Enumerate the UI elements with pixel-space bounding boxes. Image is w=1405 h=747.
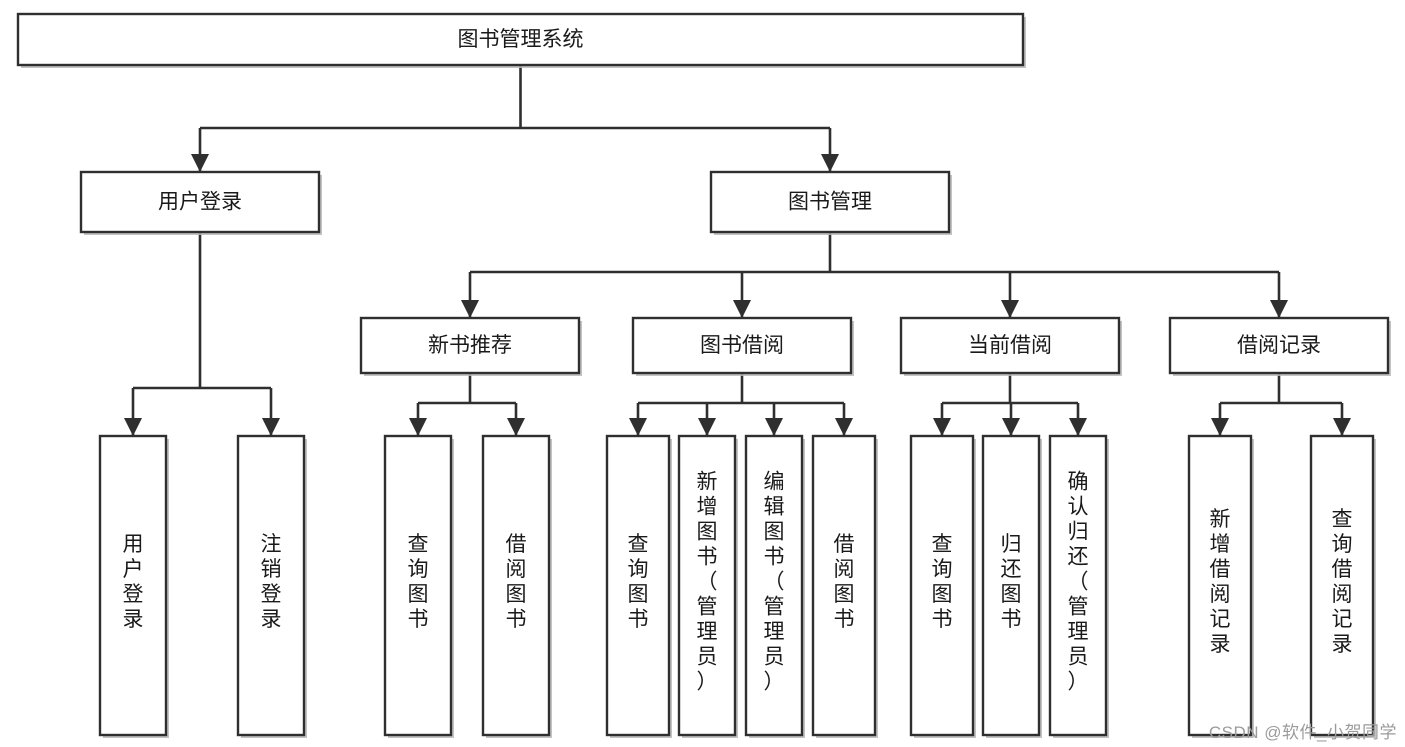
node-leaf-edit-book[interactable]: 编辑图书（管理员） <box>744 434 805 738</box>
node-leaf-query-record[interactable]: 查询借阅记录 <box>1309 434 1376 738</box>
node-leaf-user-login[interactable]: 用户登录 <box>98 434 169 738</box>
arrow-head-icon <box>262 418 280 436</box>
arrow-head-icon <box>191 154 209 172</box>
node-label: 编辑图书（管理员） <box>764 471 785 694</box>
node-label: 注销登录 <box>261 533 282 631</box>
arrow-head-icon <box>1333 418 1351 436</box>
node-label: 用户登录 <box>123 533 144 631</box>
node-book-management[interactable]: 图书管理 <box>709 170 952 235</box>
edge-group-borrow-record <box>1211 373 1351 436</box>
node-label: 查询图书 <box>932 533 953 631</box>
arrow-head-icon <box>933 418 951 436</box>
nodes-layer: 图书管理系统用户登录图书管理新书推荐图书借阅当前借阅借阅记录用户登录注销登录查询… <box>16 12 1391 738</box>
node-root[interactable]: 图书管理系统 <box>16 12 1026 68</box>
node-label: 图书借阅 <box>700 334 784 357</box>
node-label: 查询图书 <box>408 533 429 631</box>
node-label: 借阅记录 <box>1237 334 1321 357</box>
edge-group-book-management <box>461 232 1288 318</box>
node-user-login[interactable]: 用户登录 <box>79 170 322 235</box>
node-label: 借阅图书 <box>834 533 855 631</box>
node-leaf-borrow-book-2[interactable]: 借阅图书 <box>811 434 878 738</box>
edge-group-current-borrow <box>933 373 1087 436</box>
node-leaf-borrow-book-1[interactable]: 借阅图书 <box>481 434 552 738</box>
arrow-head-icon <box>507 418 525 436</box>
node-leaf-return-book[interactable]: 归还图书 <box>981 434 1042 738</box>
edge-group-new-book-recommend <box>409 373 525 436</box>
node-label: 新增借阅记录 <box>1210 508 1231 656</box>
node-label: 归还图书 <box>1001 533 1022 631</box>
arrow-head-icon <box>698 418 716 436</box>
arrow-head-icon <box>124 418 142 436</box>
node-leaf-confirm-return[interactable]: 确认归还（管理员） <box>1048 434 1109 738</box>
node-leaf-query-book-3[interactable]: 查询图书 <box>909 434 976 738</box>
node-leaf-query-book-1[interactable]: 查询图书 <box>383 434 454 738</box>
edge-group-root <box>191 65 839 172</box>
node-label: 查询图书 <box>628 533 649 631</box>
node-label: 借阅图书 <box>506 533 527 631</box>
arrow-head-icon <box>1069 418 1087 436</box>
arrow-head-icon <box>1211 418 1229 436</box>
node-current-borrow[interactable]: 当前借阅 <box>899 316 1122 376</box>
node-label: 确认归还（管理员） <box>1068 471 1089 694</box>
arrow-head-icon <box>1270 300 1288 318</box>
node-label: 查询借阅记录 <box>1332 508 1353 656</box>
node-label: 图书管理系统 <box>458 28 584 51</box>
arrow-head-icon <box>1001 300 1019 318</box>
node-leaf-add-book[interactable]: 新增图书（管理员） <box>677 434 738 738</box>
edge-group-book-borrow <box>629 373 853 436</box>
node-label: 当前借阅 <box>968 334 1052 357</box>
node-book-borrow[interactable]: 图书借阅 <box>631 316 854 376</box>
node-label: 图书管理 <box>788 191 872 214</box>
node-borrow-record[interactable]: 借阅记录 <box>1168 316 1391 376</box>
arrow-head-icon <box>835 418 853 436</box>
arrow-head-icon <box>821 154 839 172</box>
arrow-head-icon <box>629 418 647 436</box>
node-label: 用户登录 <box>158 191 242 214</box>
arrow-head-icon <box>733 300 751 318</box>
arrow-head-icon <box>765 418 783 436</box>
node-leaf-add-record[interactable]: 新增借阅记录 <box>1187 434 1254 738</box>
edge-group-user-login <box>124 232 280 436</box>
edges-layer <box>124 65 1351 436</box>
arrow-head-icon <box>1002 418 1020 436</box>
arrow-head-icon <box>409 418 427 436</box>
node-new-book-recommend[interactable]: 新书推荐 <box>359 316 582 376</box>
node-label: 新增图书（管理员） <box>697 471 718 694</box>
node-leaf-logout[interactable]: 注销登录 <box>236 434 307 738</box>
node-label: 新书推荐 <box>428 334 512 357</box>
node-leaf-query-book-2[interactable]: 查询图书 <box>605 434 672 738</box>
arrow-head-icon <box>461 300 479 318</box>
